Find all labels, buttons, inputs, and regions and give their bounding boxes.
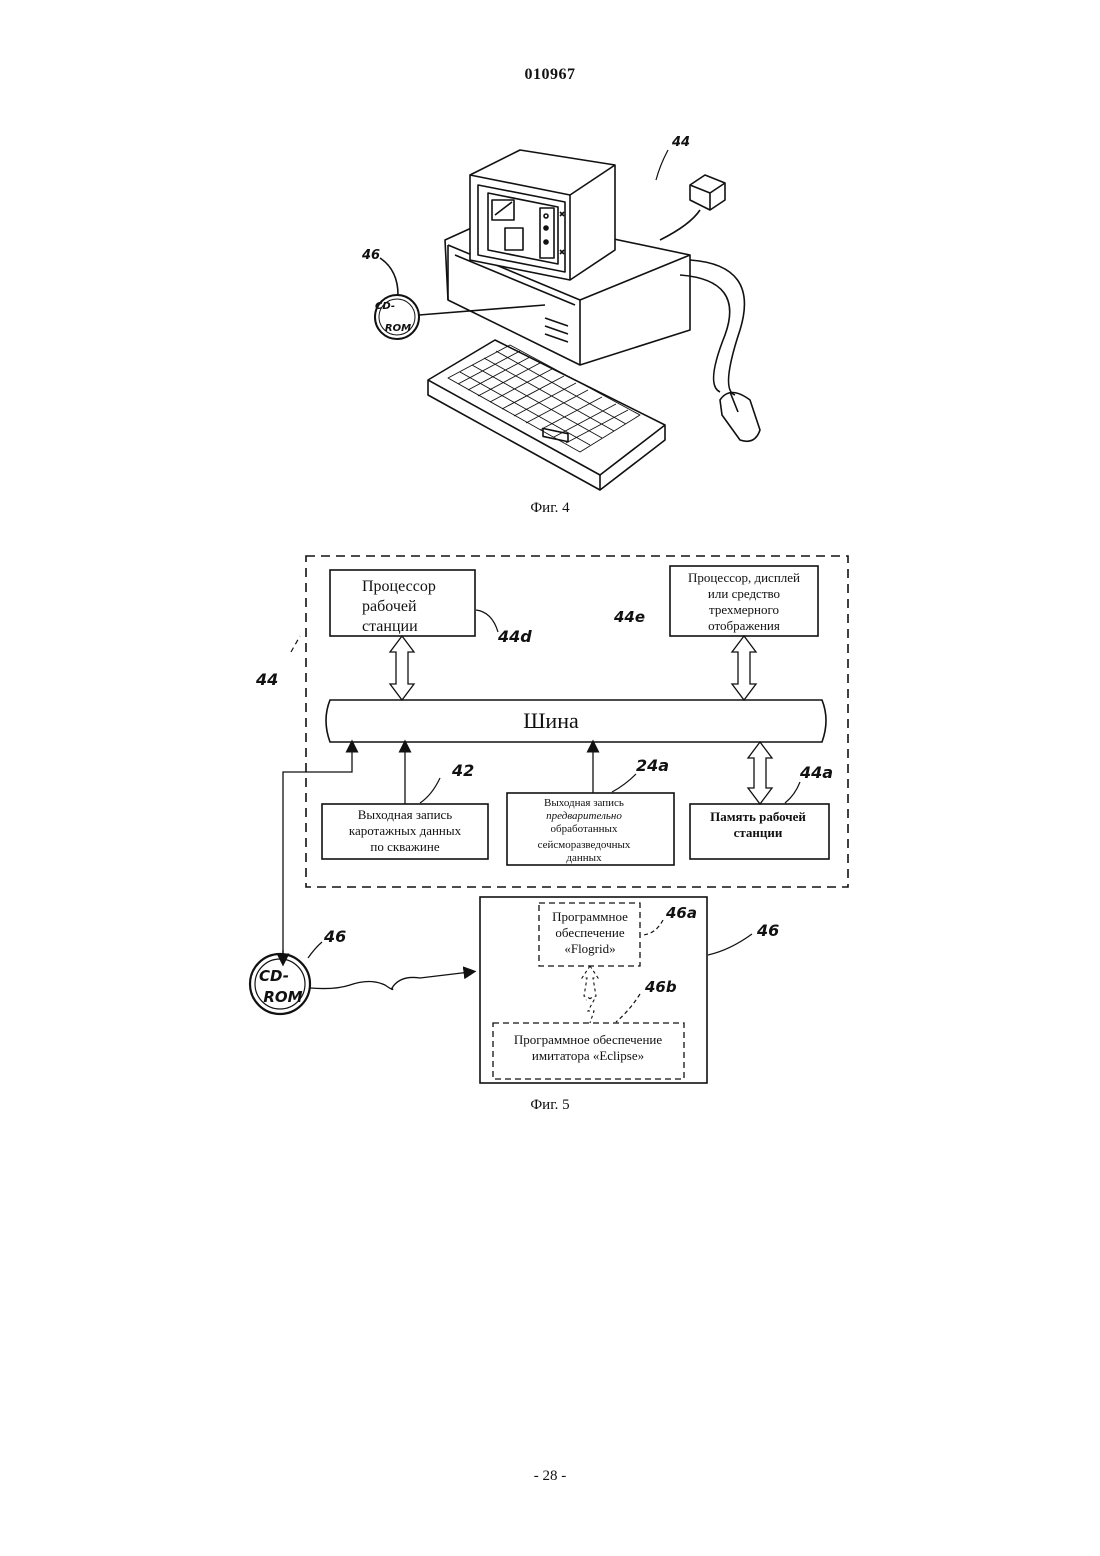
memory-line-1: Память рабочей — [710, 809, 806, 824]
processor-line-3: станции — [362, 618, 418, 635]
bus-label: Шина — [523, 708, 579, 733]
eclipse-line-2: имитатора «Eclipse» — [532, 1048, 644, 1063]
ref-44a: 44a — [799, 763, 833, 782]
ref-24a: 24a — [636, 756, 669, 775]
processor-line-2: рабочей — [362, 598, 417, 615]
processor-bus-arrow — [390, 636, 414, 700]
ref-44d: 44d — [497, 627, 532, 646]
memory-line-2: станции — [734, 825, 783, 840]
processor-line-1: Процессор — [362, 578, 436, 595]
display-line-1: Процессор, дисплей — [688, 570, 800, 585]
seismic-line-2: предварительно — [546, 810, 622, 822]
cdrom-fig5-line2: ROM — [263, 988, 302, 1006]
ref-46b: 46b — [644, 978, 677, 996]
well-log-line-1: Выходная запись — [358, 807, 453, 822]
seismic-line-5: данных — [566, 852, 602, 864]
display-line-4: отображения — [708, 618, 780, 633]
seismic-line-4: сейсморазведочных — [538, 839, 631, 851]
display-line-2: или средство — [708, 586, 780, 601]
software-link-arrow — [582, 966, 598, 1023]
ref-46a: 46a — [665, 904, 697, 922]
seismic-line-3: обработанных — [551, 823, 618, 835]
flogrid-line-2: обеспечение — [555, 925, 624, 940]
flogrid-line-1: Программное — [552, 909, 628, 924]
cdrom-software-link — [310, 972, 470, 989]
display-bus-arrow — [732, 636, 756, 700]
cdrom-fig5-line1: CD- — [259, 967, 289, 985]
ref-46-cdrom: 46 — [323, 927, 346, 946]
memory-bus-arrow — [748, 742, 772, 804]
well-log-line-2: каротажных данных — [349, 823, 462, 838]
ref-46-software: 46 — [756, 921, 779, 940]
flogrid-line-3: «Flogrid» — [564, 941, 615, 956]
well-log-line-3: по скважине — [370, 839, 439, 854]
ref-44-fig5: 44 — [255, 670, 278, 689]
seismic-line-1: Выходная запись — [544, 797, 624, 809]
figure-5-caption: Фиг. 5 — [490, 1097, 610, 1114]
eclipse-line-1: Программное обеспечение — [514, 1032, 663, 1047]
ref-44e: 44e — [613, 608, 645, 626]
page-number: - 28 - — [0, 1468, 1100, 1485]
ref-42: 42 — [451, 761, 474, 780]
display-line-3: трехмерного — [709, 602, 779, 617]
